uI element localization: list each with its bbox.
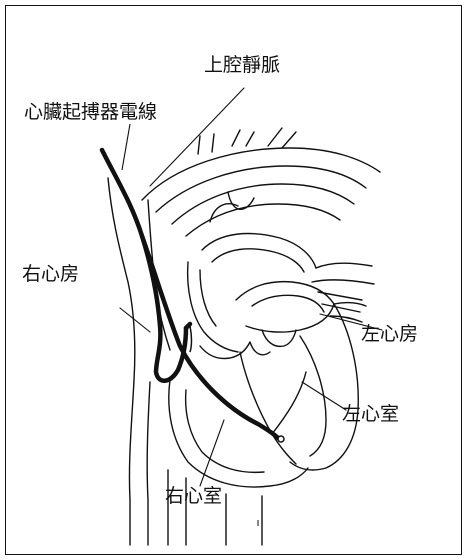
pacemaker-lead-tip-segment — [186, 324, 190, 328]
label-left-ventricle: 左心室 — [342, 405, 399, 424]
pulmonary-branch — [312, 263, 374, 284]
septum — [240, 352, 296, 464]
ra-leader — [120, 308, 150, 332]
left-atrium-outer — [236, 282, 334, 332]
arch-vessel-3 — [268, 128, 296, 148]
rv-lower-wall — [168, 470, 262, 545]
outflow-wall — [272, 372, 306, 434]
arch-vessel-1 — [198, 134, 214, 154]
pulmonary-trunk — [202, 234, 316, 268]
aortic-root-inner — [200, 270, 216, 326]
svc-outer-wall — [108, 178, 135, 545]
svc-leader — [150, 88, 244, 186]
ra-wall — [147, 382, 150, 545]
arch-vessel-2 — [232, 130, 254, 146]
label-right-ventricle: 右心室 — [165, 487, 222, 506]
aorta-outer — [142, 148, 380, 200]
lead-junction — [190, 326, 192, 352]
label-superior-vena-cava: 上腔靜脈 — [204, 56, 280, 75]
aorta-arch-3 — [186, 204, 340, 236]
left-ventricle-outer — [290, 304, 358, 470]
left-atrium-inner — [252, 295, 324, 312]
left-ventricle-inner — [300, 336, 326, 456]
lead-tip — [278, 436, 284, 442]
tricuspid-valve — [200, 342, 270, 359]
label-left-atrium: 左心房 — [361, 325, 418, 344]
pulmonary-branch-2 — [318, 292, 362, 312]
label-right-atrium: 右心房 — [22, 265, 79, 284]
label-pacemaker-lead: 心臟起搏器電線 — [24, 103, 157, 122]
pacemaker-lead — [102, 150, 186, 381]
pulmonary-trunk-inner — [212, 249, 304, 272]
leader-lead — [122, 124, 130, 170]
lv-leader — [302, 382, 346, 410]
aortic-root — [188, 262, 238, 352]
